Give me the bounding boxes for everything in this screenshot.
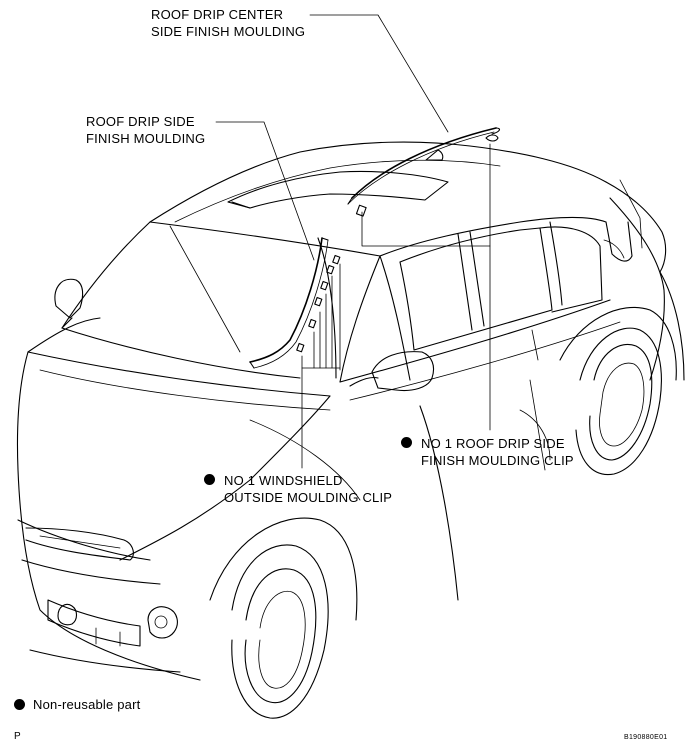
roof-drip-side-label: ROOF DRIP SIDE FINISH MOULDING	[86, 113, 205, 147]
roof-drip-side-clip-label-line2: FINISH MOULDING CLIP	[421, 453, 574, 468]
roof-drip-side-label-line2: FINISH MOULDING	[86, 131, 206, 146]
windshield-clip-label-line2: OUTSIDE MOULDING CLIP	[224, 490, 393, 505]
roof-drip-side-moulding	[249, 237, 329, 369]
legend-non-reusable-icon	[14, 699, 25, 710]
roof-drip-center-label: ROOF DRIP CENTER SIDE FINISH MOULDING	[151, 6, 305, 40]
non-reusable-marker-roof-clip	[401, 437, 412, 448]
roof-drip-center-label-line1: ROOF DRIP CENTER	[151, 7, 284, 22]
legend-non-reusable-text: Non-reusable part	[33, 697, 141, 712]
corner-mark: P	[14, 731, 21, 742]
roof-drip-center-moulding	[347, 127, 501, 205]
roof-drip-side-clip-label-line1: NO 1 ROOF DRIP SIDE	[421, 436, 565, 451]
leader-lines	[215, 14, 491, 469]
windshield-clip-label-line1: NO 1 WINDSHIELD	[224, 473, 343, 488]
roof-drip-center-label-line2: SIDE FINISH MOULDING	[151, 24, 306, 39]
non-reusable-marker-windshield-clip	[204, 474, 215, 485]
windshield-moulding-clips	[296, 254, 341, 353]
figure-code: B190880E01	[624, 734, 668, 741]
car-body-outline	[16, 141, 685, 719]
roof-drip-side-clip-label: NO 1 ROOF DRIP SIDE FINISH MOULDING CLIP	[421, 435, 574, 469]
windshield-clip-label: NO 1 WINDSHIELD OUTSIDE MOULDING CLIP	[224, 472, 392, 506]
roof-drip-side-clip	[355, 204, 367, 217]
roof-drip-side-label-line1: ROOF DRIP SIDE	[86, 114, 195, 129]
